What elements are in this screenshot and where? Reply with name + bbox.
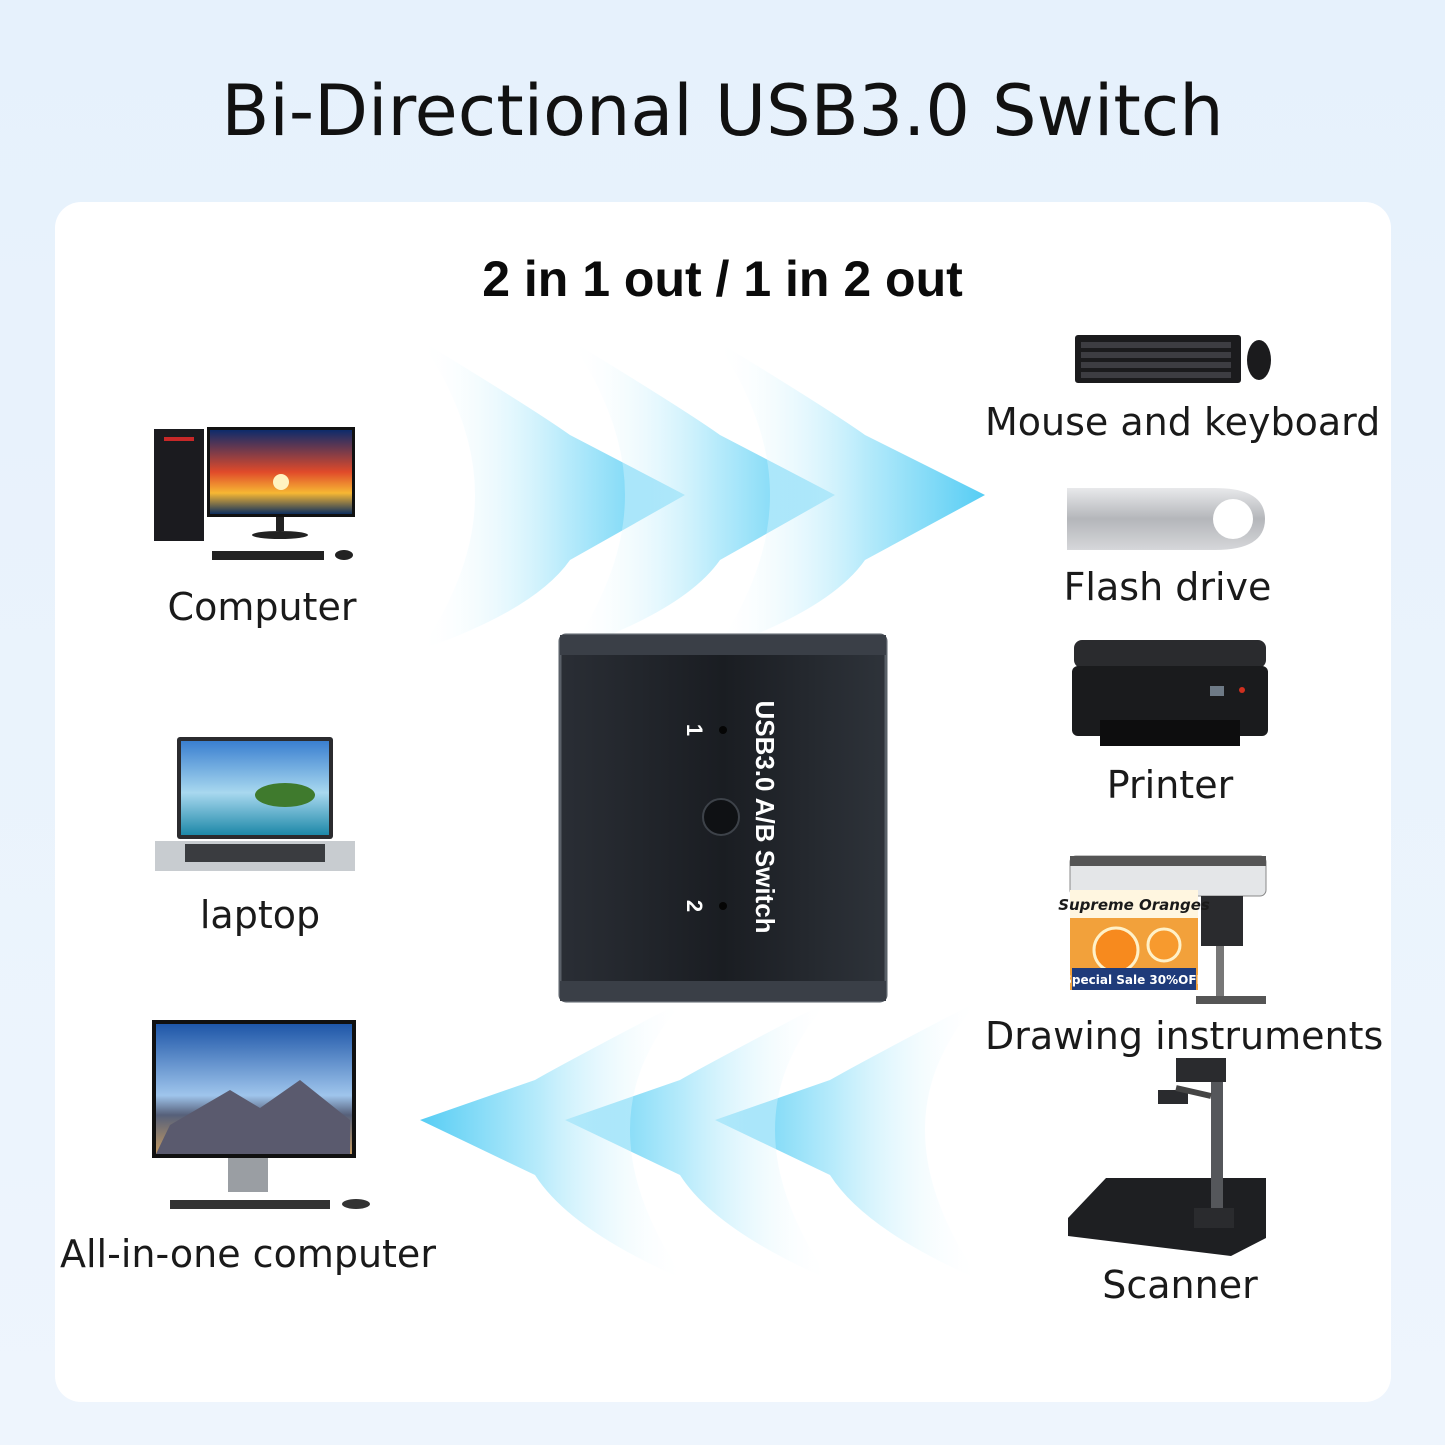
drawing-instruments-label: Drawing instruments <box>985 1014 1384 1058</box>
mode-subtitle: 2 in 1 out / 1 in 2 out <box>482 251 963 307</box>
page-title: Bi-Directional USB3.0 Switch <box>221 70 1224 152</box>
computer-label: Computer <box>167 585 357 629</box>
flash-drive-icon <box>1067 488 1265 550</box>
port-2-label: 2 <box>682 900 707 912</box>
poster-sale: Special Sale 30%OFF <box>1063 973 1204 987</box>
mouse-keyboard-label: Mouse and keyboard <box>985 400 1381 444</box>
arrow-right-2 <box>570 340 835 650</box>
switch-brand-label: USB3.0 A/B Switch <box>750 700 780 933</box>
arrow-right-1 <box>420 340 685 650</box>
large-format-printer-icon: Supreme Oranges Special Sale 30%OFF <box>1058 855 1267 1004</box>
port-1-label: 1 <box>682 724 707 736</box>
scanner-label: Scanner <box>1102 1263 1258 1307</box>
arrow-left-2 <box>565 1000 830 1280</box>
printer-label: Printer <box>1106 763 1234 807</box>
laptop-label: laptop <box>199 893 321 937</box>
document-camera-scanner-icon <box>1068 1058 1266 1256</box>
all-in-one-label: All-in-one computer <box>60 1232 436 1276</box>
flash-drive-label: Flash drive <box>1063 565 1272 609</box>
led-1-icon <box>719 726 727 734</box>
arrow-left-3 <box>420 1000 685 1280</box>
usb-switch-device: 1 2 USB3.0 A/B Switch <box>558 633 888 1003</box>
right-arrows-graphic <box>420 340 985 650</box>
laptop-icon <box>155 737 355 871</box>
all-in-one-computer-icon <box>152 1020 370 1209</box>
arrow-right-3 <box>715 340 985 650</box>
led-2-icon <box>719 902 727 910</box>
desktop-computer-icon <box>154 427 355 560</box>
printer-icon <box>1072 640 1268 746</box>
keyboard-mouse-icon <box>1075 335 1271 383</box>
poster-title: Supreme Oranges <box>1058 896 1210 914</box>
switch-button <box>702 798 740 836</box>
arrow-left-1 <box>715 1000 980 1280</box>
left-arrows-graphic <box>420 1000 980 1280</box>
